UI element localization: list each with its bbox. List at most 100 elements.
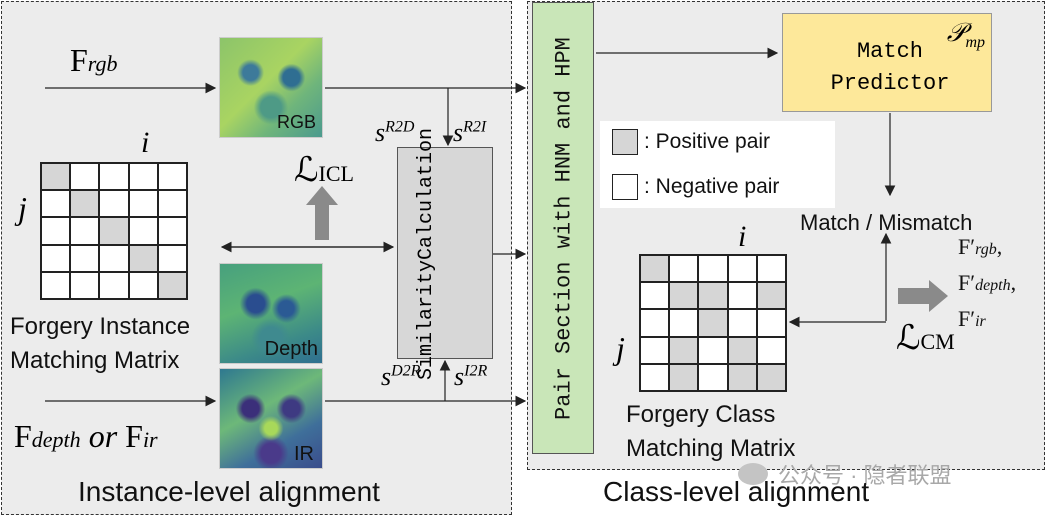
matrix-cell	[756, 336, 786, 364]
matrix-cell	[157, 217, 187, 245]
rgb-label: RGB	[276, 112, 316, 132]
out-depth: F′depth,	[958, 270, 1017, 295]
wechat-icon	[738, 463, 768, 485]
matrix-cell	[640, 309, 670, 337]
matrix-cell	[698, 255, 728, 283]
matrix-cell	[99, 217, 129, 245]
icl-loss-label: ℒICL	[294, 152, 354, 189]
matrix-cell	[698, 363, 728, 391]
predictor-line1: Match	[856, 39, 923, 64]
out-ir: F′ir	[958, 306, 986, 331]
matrix-cell	[669, 336, 699, 364]
matrix-cell	[41, 190, 71, 218]
instance-matrix-j: j	[18, 190, 27, 226]
legend-positive: : Positive pair	[612, 129, 770, 155]
matrix-cell	[70, 190, 100, 218]
pair-legend: : Positive pair : Negative pair	[600, 121, 835, 208]
matrix-cell	[128, 217, 158, 245]
matrix-cell	[41, 244, 71, 272]
matrix-cell	[640, 336, 670, 364]
matrix-cell	[669, 309, 699, 337]
matrix-cell	[70, 217, 100, 245]
watermark: 公众号 · 隐者联盟	[738, 458, 952, 490]
matrix-cell	[640, 255, 670, 283]
out-rgb: F′rgb,	[958, 234, 1003, 259]
instance-caption-line2: Matching Matrix	[10, 347, 180, 374]
f-rgb-label: Frgb	[70, 42, 118, 78]
matrix-cell	[128, 271, 158, 299]
output-features: F′rgb, F′depth, F′ir	[958, 230, 1016, 338]
matrix-cell	[640, 282, 670, 310]
class-matrix-i: i	[738, 220, 747, 253]
match-predictor-box: Match Predictor 𝒫mp	[782, 13, 992, 112]
class-matrix-caption: Forgery Class Matching Matrix	[626, 398, 795, 466]
class-level-title: Class-level alignment	[603, 476, 870, 507]
matrix-cell	[756, 282, 786, 310]
matrix-cell	[128, 163, 158, 191]
matrix-cell	[157, 271, 187, 299]
matrix-cell	[698, 336, 728, 364]
predictor-line2: Predictor	[830, 71, 950, 96]
matrix-cell	[727, 309, 757, 337]
depth-label: Depth	[264, 338, 318, 360]
matrix-cell	[756, 363, 786, 391]
pair-section-bar: Pair Section with HNM and HPM	[532, 2, 594, 454]
legend-negative: : Negative pair	[612, 174, 779, 200]
matrix-cell	[70, 163, 100, 191]
matrix-cell	[157, 163, 187, 191]
instance-matrix-i: i	[141, 126, 150, 159]
matrix-cell	[157, 190, 187, 218]
matrix-cell	[698, 282, 728, 310]
cm-loss-label: ℒCM	[896, 320, 955, 357]
matrix-cell	[640, 363, 670, 391]
matrix-cell	[727, 363, 757, 391]
matrix-cell	[756, 309, 786, 337]
class-caption-line2: Matching Matrix	[626, 435, 796, 462]
f-depth-ir-label: Fdepth or Fir	[14, 418, 158, 454]
ir-label: IR	[294, 443, 314, 465]
matrix-cell	[70, 271, 100, 299]
matrix-cell	[727, 282, 757, 310]
s-r2d-label: sR2D	[375, 118, 415, 147]
matrix-cell	[756, 255, 786, 283]
instance-level-title: Instance-level alignment	[78, 476, 380, 507]
matrix-cell	[128, 190, 158, 218]
rgb-feature-image: RGB	[219, 37, 323, 138]
predictor-symbol: 𝒫mp	[946, 18, 985, 52]
matrix-cell	[727, 255, 757, 283]
instance-caption-line1: Forgery Instance	[10, 313, 191, 340]
positive-swatch	[612, 129, 638, 155]
matrix-cell	[41, 217, 71, 245]
predictor-label: Match Predictor	[783, 36, 997, 100]
matrix-cell	[669, 282, 699, 310]
class-matching-matrix	[639, 254, 787, 392]
matrix-cell	[669, 255, 699, 283]
matrix-cell	[727, 336, 757, 364]
matrix-cell	[70, 244, 100, 272]
matrix-cell	[99, 271, 129, 299]
matrix-cell	[669, 363, 699, 391]
matrix-cell	[698, 309, 728, 337]
instance-matrix-caption: Forgery Instance Matching Matrix	[10, 310, 190, 378]
matrix-cell	[99, 244, 129, 272]
pair-section-label: Pair Section with HNM and HPM	[551, 37, 577, 421]
negative-swatch	[612, 174, 638, 200]
class-matrix-j: j	[616, 330, 625, 366]
class-caption-line1: Forgery Class	[626, 401, 776, 428]
matrix-cell	[41, 271, 71, 299]
matrix-cell	[41, 163, 71, 191]
s-r2i-label: sR2I	[453, 118, 487, 147]
matrix-cell	[157, 244, 187, 272]
matrix-cell	[128, 244, 158, 272]
matrix-cell	[99, 163, 129, 191]
ir-feature-image: IR	[219, 368, 323, 469]
s-d2r-label: sD2R	[381, 362, 421, 391]
instance-matching-matrix	[40, 162, 188, 300]
depth-feature-image: Depth	[219, 263, 323, 364]
s-i2r-label: sI2R	[454, 362, 488, 391]
matrix-cell	[99, 190, 129, 218]
match-mismatch-label: Match / Mismatch	[800, 210, 973, 235]
